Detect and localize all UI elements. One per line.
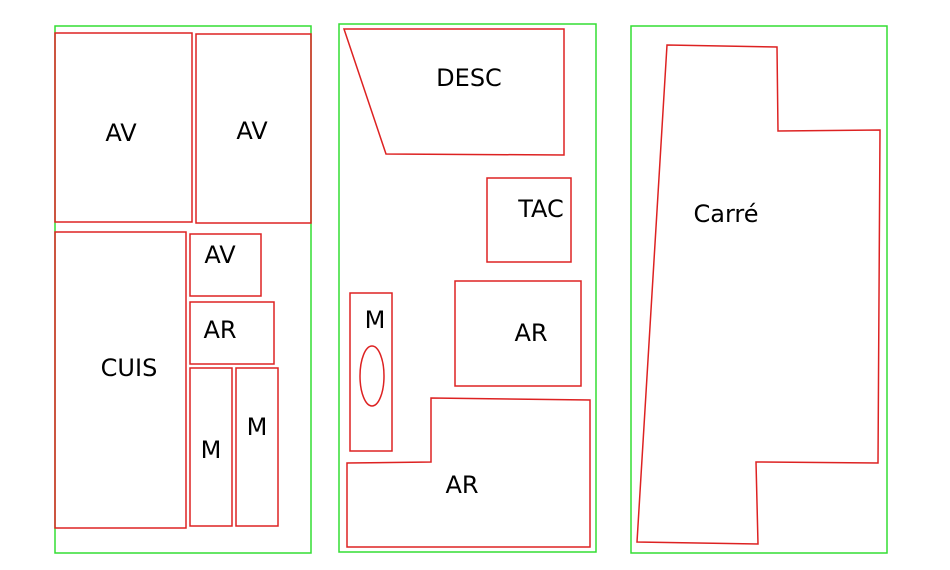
- sheet-3-outline: [630, 25, 888, 554]
- piece-ar-3-label: AR: [445, 471, 478, 499]
- piece-cuis: [54, 231, 187, 529]
- piece-ar-2-label: AR: [514, 319, 547, 347]
- sheet-2: DESC TAC M AR AR: [338, 23, 597, 553]
- piece-m-2: [235, 367, 279, 527]
- piece-desc-label: DESC: [436, 64, 502, 92]
- piece-carre: [636, 44, 881, 545]
- piece-av-2: [195, 33, 312, 224]
- piece-av-3: [189, 233, 262, 297]
- piece-m-2-label: M: [247, 413, 268, 441]
- piece-desc: [342, 28, 565, 156]
- piece-ar-1-label: AR: [203, 316, 236, 344]
- sheet-1-outline: [54, 25, 312, 554]
- sheet-3: Carré: [630, 25, 888, 554]
- piece-av-1-label: AV: [105, 119, 137, 147]
- piece-av-1: [54, 32, 193, 223]
- piece-carre-label: Carré: [693, 200, 758, 228]
- piece-tac-label: TAC: [517, 195, 564, 223]
- piece-av-3-label: AV: [204, 241, 236, 269]
- piece-m-1: [189, 367, 233, 527]
- sheet-2-outline: [338, 23, 597, 553]
- piece-ar-1: [189, 301, 275, 365]
- piece-ar-3: [346, 397, 591, 548]
- piece-m-3-label: M: [365, 306, 386, 334]
- piece-av-2-label: AV: [236, 117, 268, 145]
- piece-m-3: [349, 292, 393, 452]
- piece-cuis-label: CUIS: [101, 354, 158, 382]
- piece-ar-2: [454, 280, 582, 387]
- sheet-1: AV AV CUIS AV AR M M: [54, 25, 312, 554]
- piece-tac: [486, 177, 572, 263]
- piece-m-3-oval: [359, 345, 385, 407]
- piece-m-1-label: M: [201, 436, 222, 464]
